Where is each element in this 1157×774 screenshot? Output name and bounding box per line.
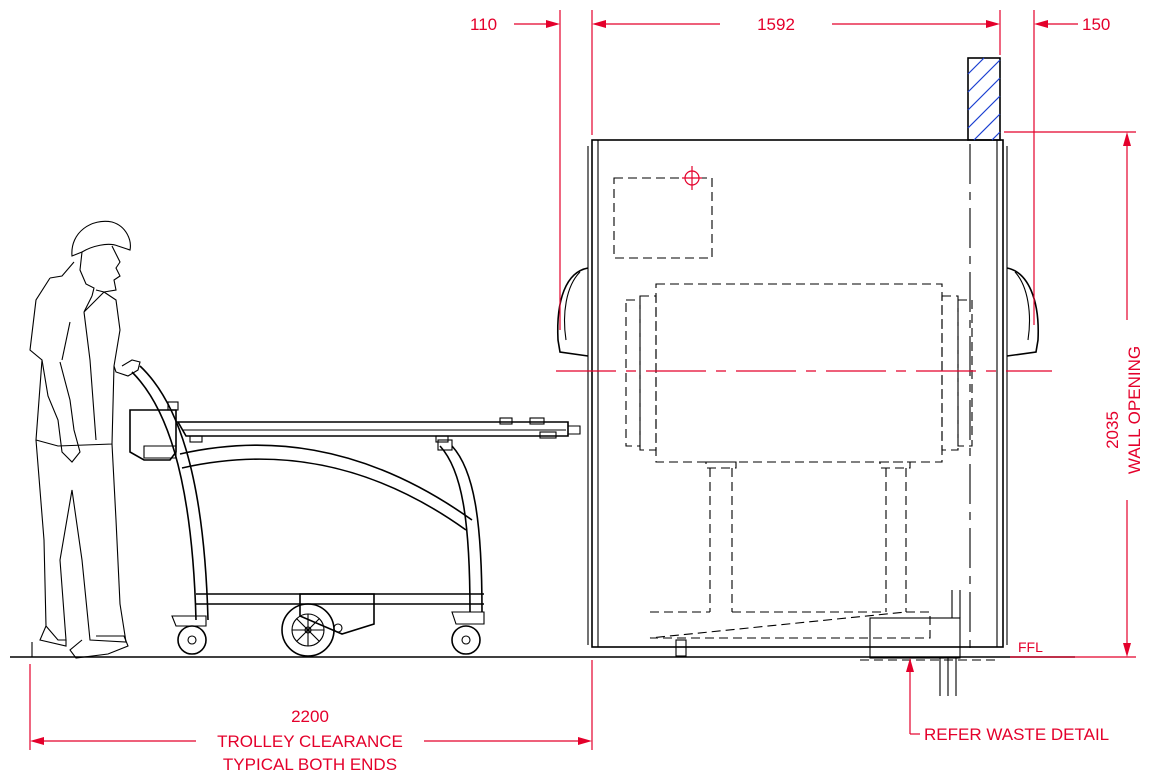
waste-leader <box>906 658 920 735</box>
ffl-label: FFL <box>1018 639 1043 655</box>
clearance-dimension <box>29 660 593 750</box>
dim-wall-opening-value: 2035 <box>1103 411 1122 449</box>
waste-note: REFER WASTE DETAIL <box>924 725 1109 744</box>
wall-opening-dimension <box>1004 131 1136 658</box>
operator-figure <box>29 220 141 659</box>
dim-wall-opening-label: WALL OPENING <box>1125 346 1144 474</box>
dim-clearance-line1: TROLLEY CLEARANCE <box>217 732 403 751</box>
top-dimensions <box>514 10 1078 330</box>
centre-lines <box>556 166 1052 372</box>
trolley <box>129 365 581 657</box>
dim-left-offset: 110 <box>470 15 497 34</box>
dim-right-offset: 150 <box>1082 15 1110 34</box>
machine-body <box>556 139 1039 696</box>
dim-machine-width: 1592 <box>757 15 795 34</box>
dim-clearance-value: 2200 <box>291 707 329 726</box>
wall-section <box>967 57 1001 141</box>
floor-line <box>10 642 1075 658</box>
dim-clearance-line2: TYPICAL BOTH ENDS <box>223 755 397 774</box>
